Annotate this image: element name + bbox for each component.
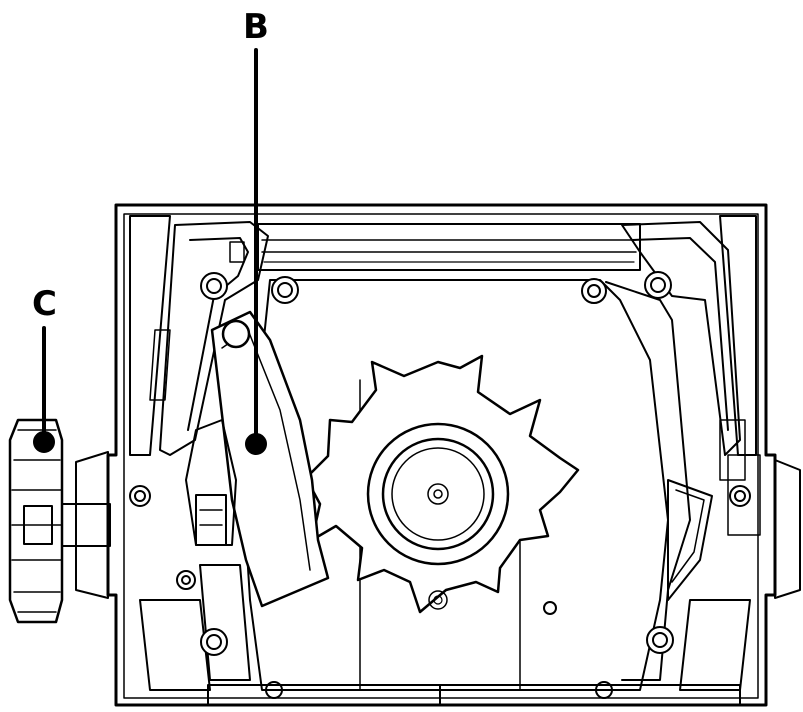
screw-left-side — [129, 485, 151, 507]
screw-bottom-right — [646, 626, 674, 654]
callout-label-c: C — [32, 284, 57, 324]
lever-part-b — [185, 310, 330, 608]
knob-part-c — [8, 418, 111, 624]
leader-dot-b — [245, 433, 267, 455]
screw-top-left-outer — [200, 272, 228, 300]
right-hub — [774, 459, 801, 599]
screw-top-right-inner — [581, 278, 607, 304]
right-side-frame — [605, 215, 761, 691]
callout-leaders — [33, 48, 267, 455]
right-flap — [667, 479, 713, 601]
screw-top-right-outer — [644, 271, 672, 299]
screw-bottom-left — [200, 628, 228, 656]
leader-dot-c — [33, 431, 55, 453]
screws — [129, 271, 751, 699]
impeller — [304, 354, 580, 614]
hole-lower-right — [543, 601, 557, 615]
bolt-bottom-right-edge — [595, 681, 613, 699]
screw-lower-left — [176, 570, 196, 590]
callout-label-b: B — [243, 7, 269, 47]
screw-top-left-inner — [271, 276, 299, 304]
bolt-bottom-left-edge — [265, 681, 283, 699]
screw-right-side — [729, 485, 751, 507]
